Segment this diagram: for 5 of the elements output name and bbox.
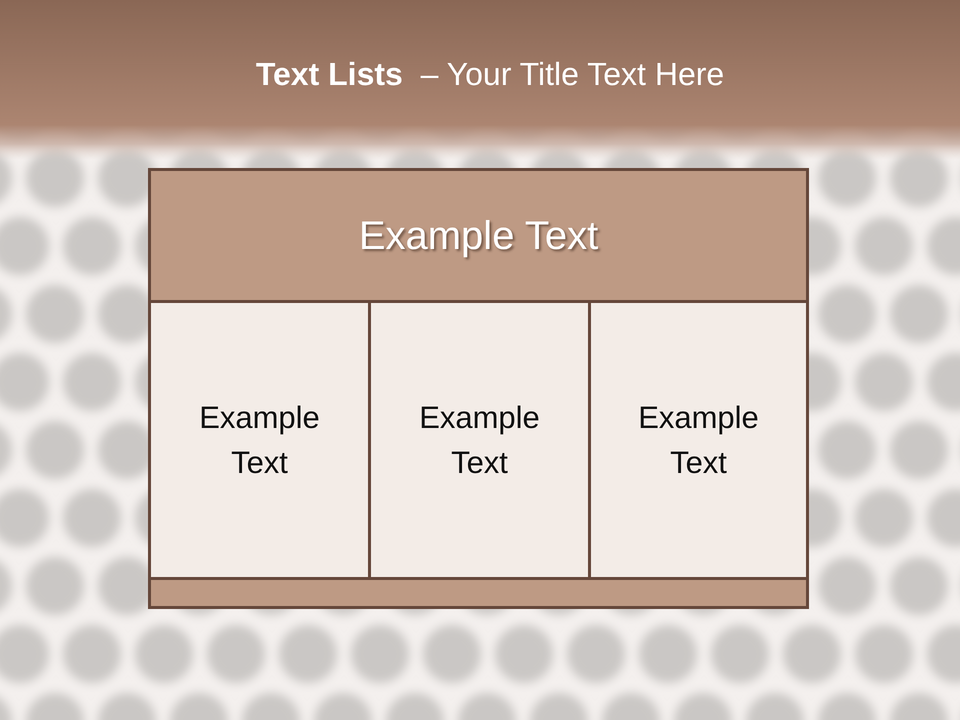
cell-text: Example Text [637, 399, 760, 482]
slide-title: Text Lists – Your Title Text Here [254, 55, 726, 94]
header-text: Example Text [358, 212, 598, 260]
cell-text: Example Text [198, 399, 321, 482]
cell-text: Example Text [418, 399, 541, 482]
